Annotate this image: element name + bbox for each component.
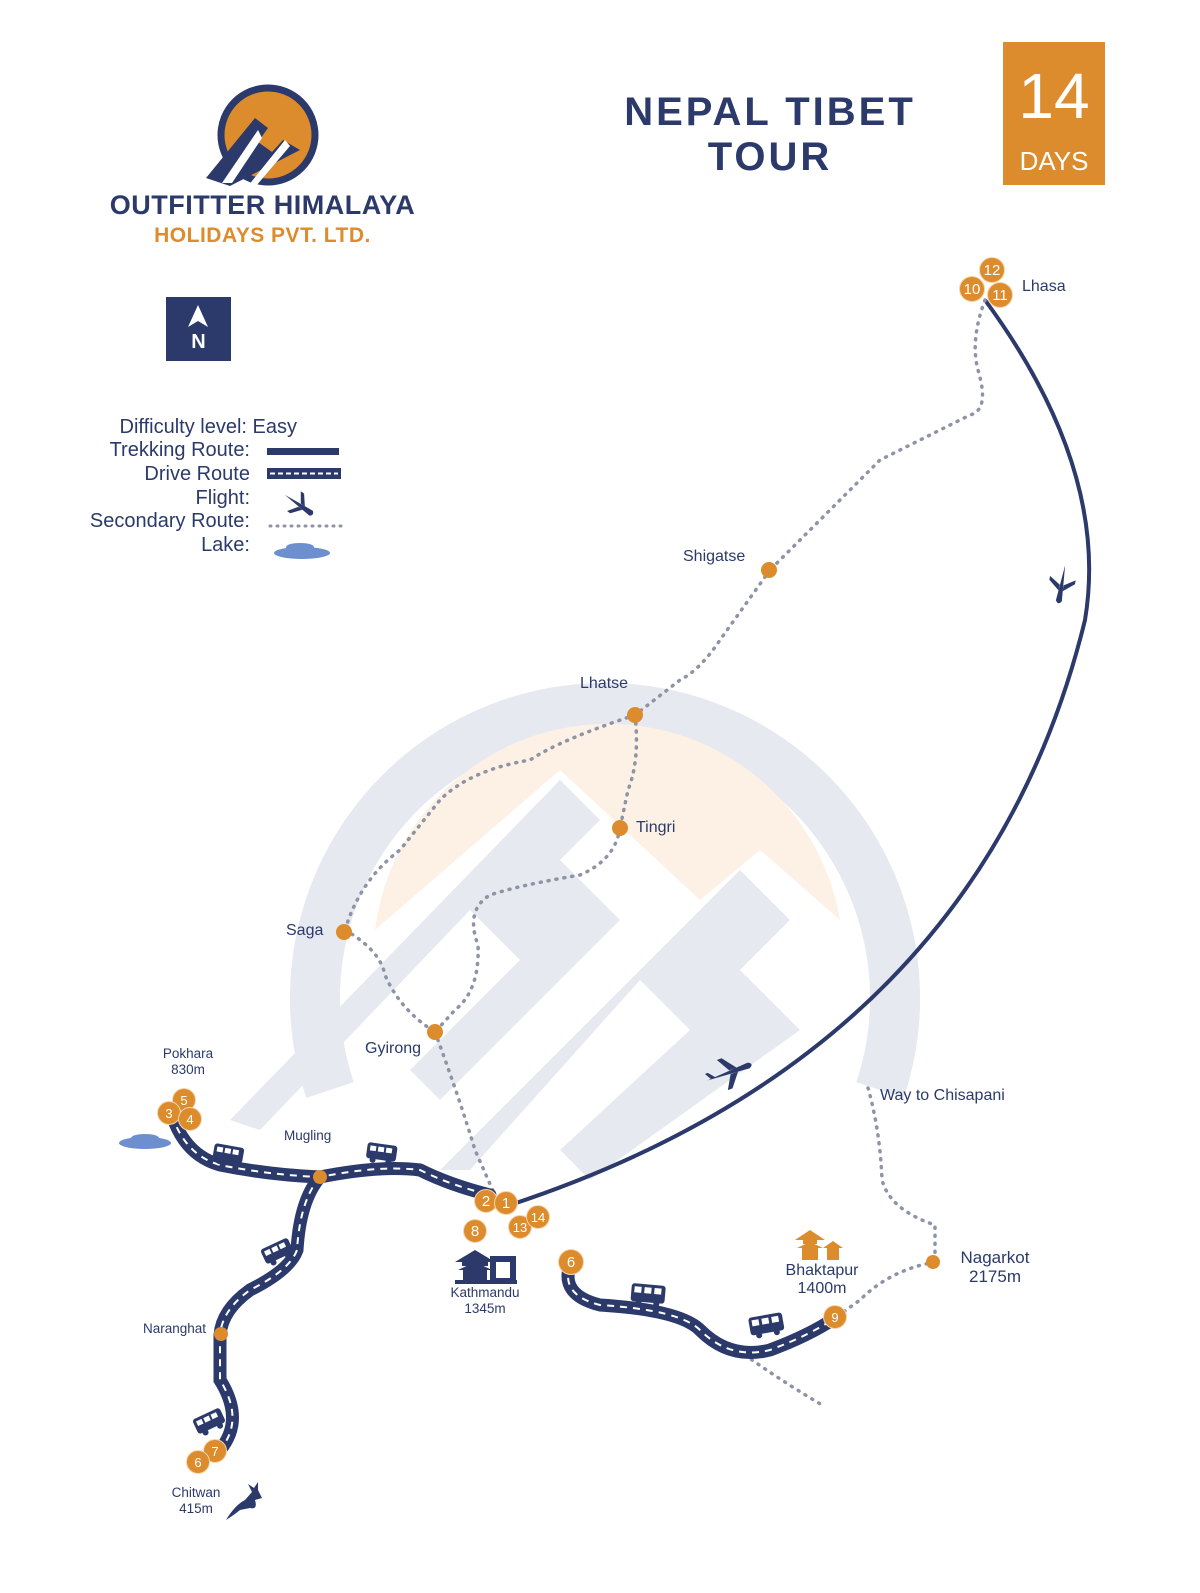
north-label: N <box>191 331 206 353</box>
legend-drive-route: Drive Route <box>144 463 250 485</box>
place-shigatse: Shigatse <box>683 548 746 565</box>
day-stop-marker: 14 <box>526 1205 550 1229</box>
legend-samples <box>267 448 344 559</box>
brand-subtitle: HOLIDAYS PVT. LTD. <box>154 224 371 247</box>
bus-icons <box>192 1142 785 1436</box>
trekking-route-sample <box>267 448 339 455</box>
bhaktapur-temple-icon <box>795 1230 843 1260</box>
place-lhatse: Lhatse <box>580 675 629 692</box>
place-mugling: Mugling <box>284 1128 332 1143</box>
lake-sample <box>274 547 330 559</box>
tour-title: NEPAL TIBET TOUR <box>624 90 916 179</box>
watermark-logo <box>230 682 920 1180</box>
place-tingri: Tingri <box>636 819 676 836</box>
legend-flight: Flight: <box>195 487 250 509</box>
brand-name: OUTFITTER HIMALAYA <box>109 190 416 220</box>
day-stop-marker: 6 <box>558 1249 584 1275</box>
airplane-icons <box>284 491 1076 1091</box>
day-stop-marker: 1 <box>494 1191 518 1215</box>
secondary-routes <box>343 298 987 1407</box>
place-gyirong: Gyirong <box>365 1040 422 1057</box>
day-stop-marker: 12 <box>979 257 1005 283</box>
deer-icon <box>226 1482 262 1520</box>
waypoints <box>214 562 940 1341</box>
day-stop-marker: 6 <box>186 1450 210 1474</box>
place-naranghat: Naranghat <box>143 1321 207 1336</box>
day-stop-marker: 7 <box>203 1439 227 1463</box>
days-badge: 14 DAYS <box>1003 42 1105 185</box>
legend-trekking-route: Trekking Route: <box>109 439 250 461</box>
day-stop-marker: 11 <box>987 282 1013 308</box>
lake-icon <box>119 1137 171 1149</box>
legend-secondary-route: Secondary Route: <box>89 510 250 532</box>
legend-difficulty: Difficulty level: Easy <box>119 416 297 438</box>
place-chisapani: Way to Chisapani <box>880 1087 1005 1104</box>
place-lhasa: Lhasa <box>1022 278 1066 295</box>
flight-route <box>509 298 1092 1207</box>
day-stop-marker: 9 <box>823 1305 847 1329</box>
company-logo <box>206 84 319 186</box>
day-stop-marker: 8 <box>463 1219 487 1243</box>
kathmandu-temple-icon <box>455 1250 517 1284</box>
days-label: DAYS <box>1019 146 1089 176</box>
place-saga: Saga <box>286 922 324 939</box>
legend-lake: Lake: <box>201 534 250 556</box>
north-arrow-icon <box>188 305 208 327</box>
days-number: 14 <box>1018 60 1090 132</box>
day-stop-marker: 10 <box>959 276 985 302</box>
day-stop-marker: 4 <box>178 1107 202 1131</box>
north-compass: N <box>166 297 231 361</box>
